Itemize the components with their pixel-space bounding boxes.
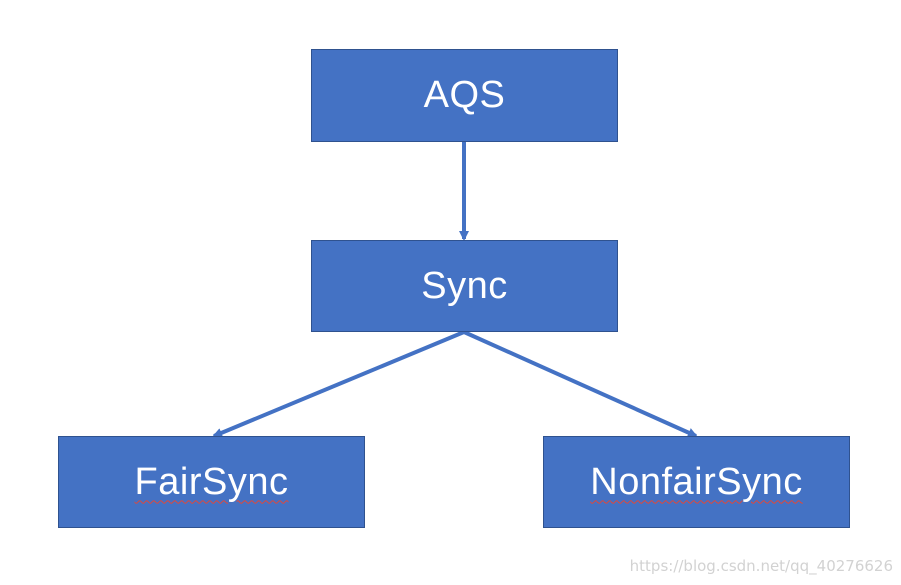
watermark-text: https://blog.csdn.net/qq_40276626: [629, 557, 893, 575]
node-fairsync[interactable]: FairSync: [58, 436, 365, 528]
node-nonfairsync[interactable]: NonfairSync: [543, 436, 850, 528]
edge-sync-to-nonfairsync: [463, 330, 698, 438]
node-fairsync-label: FairSync: [134, 460, 289, 503]
node-aqs[interactable]: AQS: [311, 49, 618, 142]
node-sync-label: Sync: [421, 264, 508, 307]
node-aqs-label: AQS: [423, 74, 506, 116]
node-sync[interactable]: Sync: [311, 240, 618, 332]
edge-sync-to-fairsync: [212, 330, 465, 438]
node-nonfairsync-label: NonfairSync: [590, 460, 803, 503]
